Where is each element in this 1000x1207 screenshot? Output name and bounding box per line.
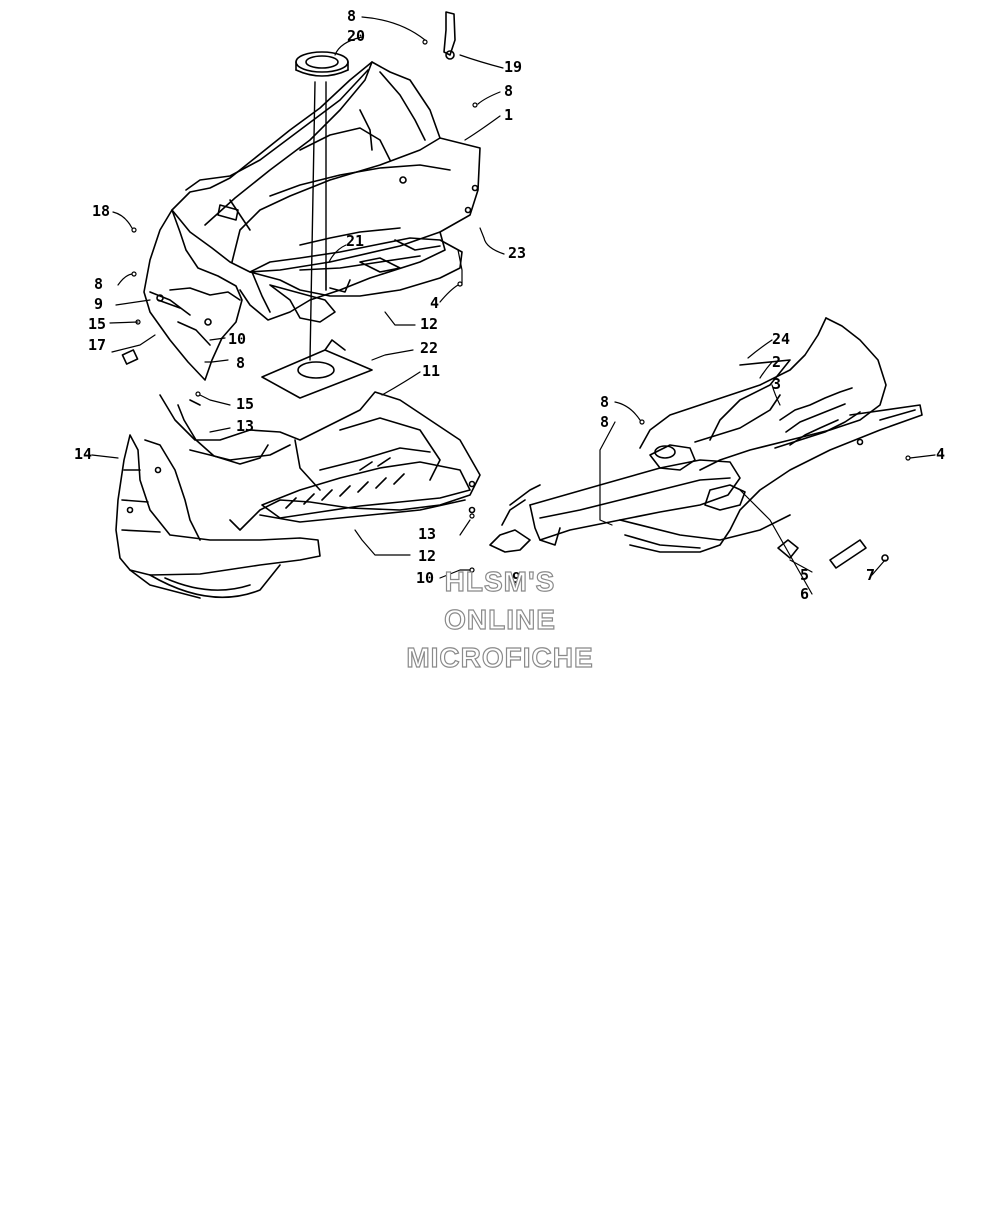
callout-20: 20 — [347, 27, 366, 45]
watermark-line-2: ONLINE — [444, 604, 556, 635]
left-side-panel — [121, 209, 243, 381]
console-tray — [249, 237, 463, 323]
grommet-and-rod — [295, 11, 456, 361]
callout-5: 5 — [800, 566, 810, 584]
callout-13: 13 — [236, 417, 255, 435]
callout-22: 22 — [420, 339, 439, 357]
callout-8: 8 — [600, 393, 610, 411]
callout-14: 14 — [74, 445, 93, 463]
callout-7: 7 — [866, 566, 876, 584]
callout-21: 21 — [346, 232, 365, 250]
callout-4: 4 — [430, 294, 440, 312]
callout-24: 24 — [772, 330, 791, 348]
callout-1: 1 — [504, 106, 514, 124]
callout-11: 11 — [422, 362, 441, 380]
gasket-plate-22 — [261, 339, 373, 399]
callout-13: 13 — [418, 525, 437, 543]
hood-assembly — [171, 61, 481, 321]
watermark-line-1: HLSM'S — [444, 566, 556, 597]
callout-23: 23 — [508, 244, 527, 262]
callout-15: 15 — [88, 315, 107, 333]
callout-9: 9 — [94, 295, 104, 313]
callout-15: 15 — [236, 395, 255, 413]
callout-12: 12 — [420, 315, 439, 333]
callout-8: 8 — [94, 275, 104, 293]
callout-2: 2 — [772, 353, 782, 371]
callout-12: 12 — [418, 547, 437, 565]
callout-9: 9 — [512, 569, 522, 587]
callout-10: 10 — [416, 569, 435, 587]
callout-3: 3 — [772, 375, 782, 393]
callout-17: 17 — [88, 336, 107, 354]
callout-6: 6 — [800, 585, 810, 603]
callout-8: 8 — [347, 7, 357, 25]
callout-8: 8 — [504, 82, 514, 100]
callout-19: 19 — [504, 58, 523, 76]
callout-10: 10 — [228, 330, 247, 348]
callout-8: 8 — [600, 413, 610, 431]
side-panel-assembly — [489, 317, 923, 569]
watermark-line-3: MICROFICHE — [406, 642, 594, 673]
callout-8: 8 — [236, 354, 246, 372]
belly-pan-11 — [159, 391, 481, 531]
callout-18: 18 — [92, 202, 111, 220]
front-bumper-14 — [115, 434, 321, 599]
leader-lines — [91, 16, 936, 595]
deflector-13 — [177, 399, 269, 465]
callout-4: 4 — [936, 445, 946, 463]
